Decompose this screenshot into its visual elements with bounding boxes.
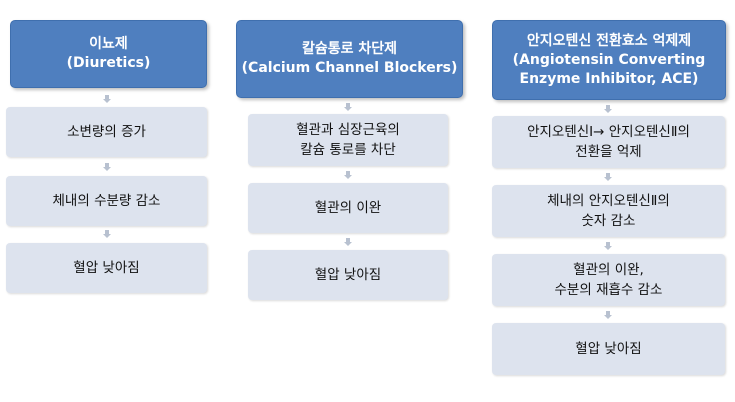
step-text: 숫자 감소	[581, 213, 636, 229]
step-box: 혈압 낮아짐	[248, 250, 448, 300]
step-text: 체내의 수분량 감소	[52, 193, 161, 209]
step-box: 소변량의 증가	[6, 107, 207, 157]
step-text: 안지오텐신Ⅰ→ 안지오텐신Ⅱ의	[527, 124, 690, 140]
header-subtitle: Enzyme Inhibitor, ACE)	[519, 70, 699, 87]
header-subtitle: (Diuretics)	[66, 55, 151, 71]
step-text: 전환을 억제	[575, 144, 642, 160]
header-subtitle: (Calcium Channel Blockers)	[241, 60, 458, 76]
step-text: 수분의 재흡수 감소	[554, 282, 663, 298]
step-text: 혈관의 이완,	[573, 262, 644, 278]
step-text: 혈관의 이완	[314, 200, 382, 216]
header-title: 이뇨제	[89, 36, 128, 52]
step-text: 혈압 낮아짐	[575, 341, 642, 357]
step-box: 안지오텐신Ⅰ→ 안지오텐신Ⅱ의 전환을 억제	[492, 116, 725, 168]
step-box: 체내의 수분량 감소	[6, 176, 207, 226]
header-subtitle: (Angiotensin Converting	[512, 51, 706, 68]
step-box: 혈관의 이완, 수분의 재흡수 감소	[492, 254, 725, 306]
step-text: 혈관과 심장근육의	[296, 122, 400, 138]
header-calcium-channel-blockers: 칼슘통로 차단제 (Calcium Channel Blockers)	[236, 20, 463, 98]
step-text: 칼슘 통로를 차단	[300, 142, 396, 158]
step-text: 소변량의 증가	[67, 124, 146, 140]
step-box: 혈압 낮아짐	[492, 323, 725, 375]
step-box: 혈관과 심장근육의 칼슘 통로를 차단	[248, 114, 448, 166]
step-box: 체내의 안지오텐신Ⅱ의 숫자 감소	[492, 185, 725, 237]
header-title: 칼슘통로 차단제	[301, 41, 398, 57]
step-text: 혈압 낮아짐	[73, 260, 140, 276]
header-ace-inhibitor: 안지오텐신 전환효소 억제제 (Angiotensin Converting E…	[492, 20, 726, 100]
step-text: 체내의 안지오텐신Ⅱ의	[547, 193, 670, 209]
step-text: 혈압 낮아짐	[314, 267, 382, 283]
header-diuretics: 이뇨제 (Diuretics)	[10, 20, 207, 88]
header-title: 안지오텐신 전환효소 억제제	[526, 32, 692, 49]
step-box: 혈관의 이완	[248, 183, 448, 233]
step-box: 혈압 낮아짐	[6, 243, 207, 293]
